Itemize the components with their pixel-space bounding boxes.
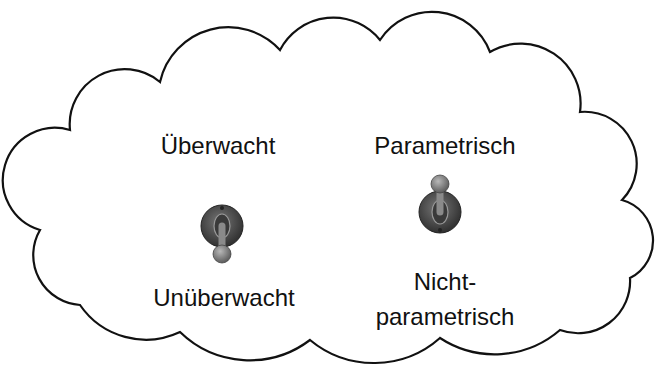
toggle-switch-down [201,205,243,263]
switch-label: Unüberwacht [153,281,294,316]
toggle-switch-up [419,175,461,233]
switch-label: Nicht- parametrisch [376,265,515,335]
switch-label: Überwacht [161,129,276,164]
cloud-outline [3,12,653,363]
switch-label: Parametrisch [374,129,515,164]
